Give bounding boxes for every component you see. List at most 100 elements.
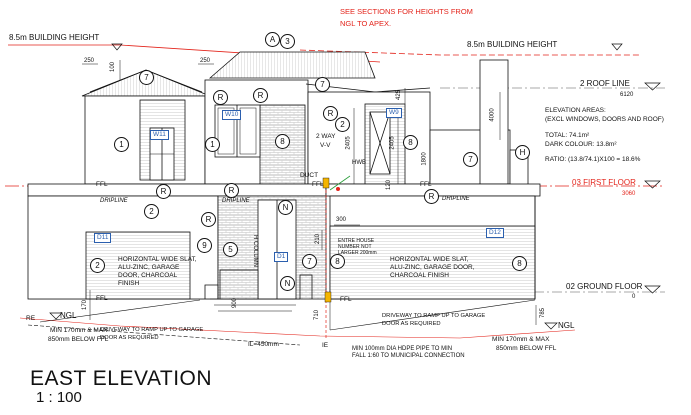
re-label: RE [26,315,36,322]
tag-d12: D12 [486,228,504,238]
ref-8-right: 8 [403,135,418,150]
building-height-right: 8.5m BUILDING HEIGHT [467,40,558,49]
ref-2-upper: 2 [335,117,350,132]
ref-r-upper-right: R [323,106,338,121]
elevation-areas-total: TOTAL: 74.1m² [545,132,590,139]
ngl-left: NGL [60,311,77,320]
ref-1-centre: 1 [205,137,220,152]
green-service-line [329,175,351,191]
min-note-left-2: 850mm BELOW FFL [48,336,109,343]
min-note-left-1: MIN 170mm & MAX [50,327,108,334]
ref-2-ground: 2 [144,204,159,219]
ref-r-ffl-left: R [156,184,171,199]
ffl-label-left: FFL [96,181,108,188]
elevation-areas-ratio: RATIO: (13.8/74.1)X100 = 18.6% [545,156,641,163]
ref-r-upper-centre: R [253,88,268,103]
dim-100: 100 [110,61,117,73]
dim-250-right: 250 [200,58,211,64]
ref-7-left-gable: 7 [139,70,154,85]
ffl-label-ground: FFL [340,296,352,303]
dim-120: 120 [386,179,393,191]
dim-170: 170 [82,299,89,311]
dim-250-left: 250 [84,58,95,64]
elevation-areas-exclusion: (EXCL WINDOWS, DOORS AND ROOF) [545,116,664,123]
ref-h: H [515,145,530,160]
pipe-note-2: FALL 1:60 TO MUNICIPAL CONNECTION [352,353,465,359]
ref-r-ground: R [201,212,216,227]
length-note: IL=450mm [248,341,279,348]
garage-note-left: HORIZONTAL WIDE SLAT, ALU-ZINC, GARAGE D… [118,256,197,287]
tag-w10: W10 [222,110,242,120]
dripline-right: DRIPLINE [442,196,470,202]
min-note-right-1: MIN 170mm & MAX [492,336,550,343]
ground-floor-value: 0 [632,294,636,300]
ref-7-right: 7 [463,152,478,167]
ie-label: IE [322,342,329,349]
dim-4000: 4000 [489,108,496,122]
drawing-title: EAST ELEVATION [30,367,213,390]
ref-8-ground-left: 8 [330,254,345,269]
dim-710: 710 [314,309,321,321]
ref-r-upper-left: R [213,90,228,105]
hwb-label: HWB [352,160,366,166]
ref-n-lower: N [280,276,295,291]
ref-r-ffl-centre: R [224,183,239,198]
ref-1-left: 1 [114,137,129,152]
roof-line-label: 2 ROOF LINE [580,79,630,88]
ie-marker [324,291,332,303]
duct-marker [322,177,330,189]
dim-785: 785 [540,307,547,319]
dim-900: 900 [232,297,239,309]
dim-1800: 1800 [421,152,428,166]
drawing-scale: 1 : 100 [36,389,82,406]
vv-label: V-V [320,142,331,149]
tag-w11: W11 [150,130,169,140]
left-gable-block [81,69,211,185]
dim-2405-a: 2405 [345,136,352,150]
ffl-label-right: FFL [420,181,432,188]
ref-7-ground: 7 [302,254,317,269]
entry-steps [210,298,300,312]
dim-425: 425 [396,89,403,101]
building-height-left: 8.5m BUILDING HEIGHT [9,33,100,42]
dimension-lines [82,60,537,330]
min-note-right-2: 850mm BELOW FFL [496,345,557,352]
ground-floor [27,195,536,300]
ref-2-garage: 2 [90,258,105,273]
ref-8-ground-right: 8 [512,256,527,271]
elevation-areas-heading: ELEVATION AREAS: [545,107,606,114]
driveway-note-left: DRIVEWAY TO RAMP UP TO GARAGE DOOR AS RE… [100,327,204,341]
pipe-note-1: MIN 100mm DIA HDPE PIPE TO MIN [352,346,453,352]
ngl-right: NGL [558,321,575,330]
column-label: H COLUMN [252,234,259,268]
tag-w9: W9 [386,108,402,118]
roof-line-value: 6120 [620,92,634,98]
garage-note-right: HORIZONTAL WIDE SLAT, ALU-ZINC, GARAGE D… [390,256,475,279]
dim-210: 210 [315,233,322,245]
ref-n-upper: N [278,200,293,215]
driveway-note-right: DRIVEWAY TO RAMP UP TO GARAGE DOOR AS RE… [382,313,486,327]
dim-2405-b: 2405 [389,136,396,150]
two-way-label: 2 WAY [316,133,336,140]
ref-r-ffl-right: R [424,189,439,204]
first-floor-label: 03 FIRST FLOOR [572,178,636,187]
ref-3: 3 [280,34,295,49]
ref-5: 5 [223,242,238,257]
ffl-label-ground-left: FFL [96,295,108,302]
ref-9: 9 [197,238,212,253]
ref-7-centre-roof: 7 [315,77,330,92]
ffl-label-centre: FFL [312,181,324,188]
dim-300: 300 [336,217,347,223]
notice-line-2: NGL TO APEX. [340,19,392,28]
dripline-left: DRIPLINE [100,198,128,204]
dripline-centre: DRIPLINE [222,198,250,204]
first-floor-value: 3060 [622,191,636,197]
level-markers [49,43,661,330]
ref-a: A [265,32,280,47]
tag-d1: D1 [274,252,289,262]
ref-8-centre: 8 [275,134,290,149]
service-dot [336,187,340,191]
duct-label: DUCT [300,172,319,179]
